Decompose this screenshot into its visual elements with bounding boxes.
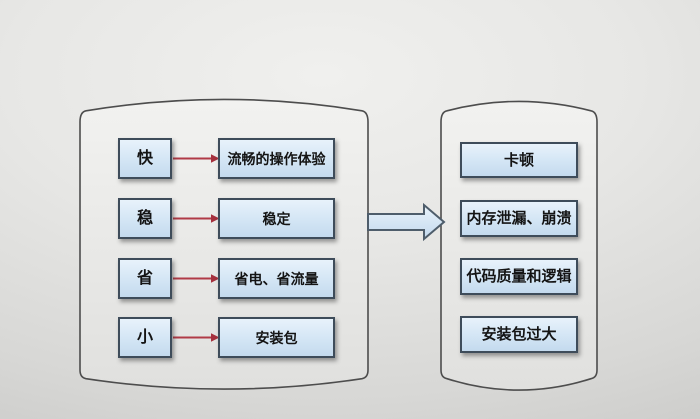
left-key-box-small: 小 bbox=[118, 317, 172, 358]
connector-arrow-row1 bbox=[173, 154, 220, 163]
connector-arrow-row3 bbox=[173, 274, 220, 283]
right-box-code-quality-logic: 代码质量和逻辑 bbox=[460, 258, 578, 295]
left-value-box-stability: 稳定 bbox=[218, 198, 335, 239]
right-box-memory-leak-crash: 内存泄漏、崩溃 bbox=[460, 200, 578, 237]
connector-arrow-row2 bbox=[173, 214, 220, 223]
left-value-box-install-package: 安装包 bbox=[218, 317, 335, 358]
left-value-box-smooth-experience: 流畅的操作体验 bbox=[218, 138, 335, 179]
left-key-box-fast: 快 bbox=[118, 138, 172, 179]
connector-arrow-row4 bbox=[173, 333, 220, 342]
right-box-lag: 卡顿 bbox=[460, 142, 578, 178]
right-block-arrow-icon bbox=[367, 202, 446, 242]
right-box-package-too-large: 安装包过大 bbox=[460, 316, 578, 353]
left-value-box-power-data-saving: 省电、省流量 bbox=[218, 258, 335, 299]
left-key-box-save: 省 bbox=[118, 258, 172, 299]
left-key-box-stable: 稳 bbox=[118, 198, 172, 239]
